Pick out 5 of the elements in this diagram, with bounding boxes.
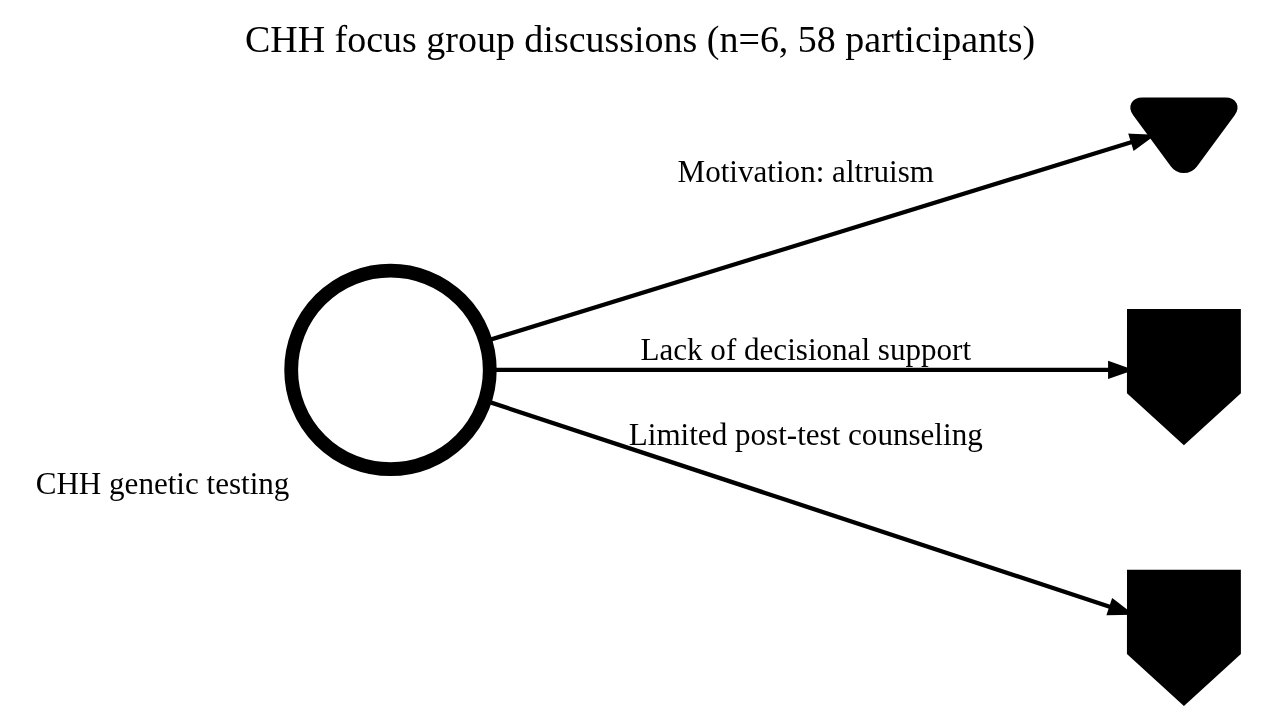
- edge-label: Limited post-test counseling: [628, 416, 983, 452]
- edge-label: Lack of decisional support: [640, 332, 972, 368]
- edge-label: Motivation: altruism: [677, 154, 934, 190]
- node-label: CHH genetic testing: [35, 466, 290, 502]
- diagram-title: CHH focus group discussions (n=6, 58 participants): [244, 18, 1036, 61]
